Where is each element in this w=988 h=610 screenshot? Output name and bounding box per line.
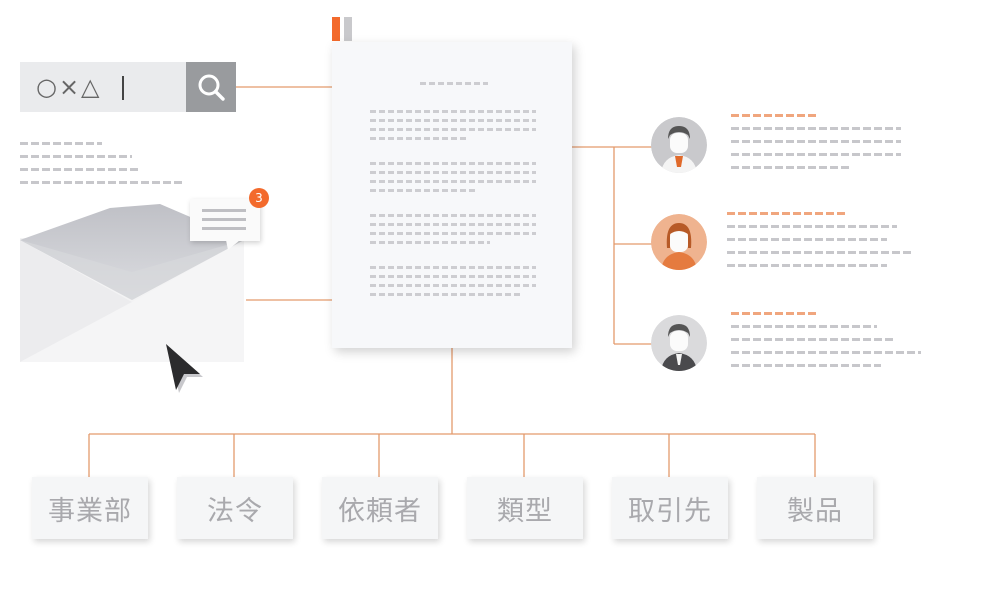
person-avatar-1[interactable] bbox=[651, 117, 707, 173]
search-query: ○×△ bbox=[36, 73, 102, 101]
mouse-cursor-icon bbox=[166, 344, 203, 393]
man-gray-avatar-icon bbox=[651, 315, 707, 371]
man-gray-avatar-icon bbox=[651, 117, 707, 173]
envelope-icon[interactable] bbox=[20, 202, 246, 364]
left-text-placeholder bbox=[20, 142, 182, 194]
text-caret bbox=[122, 76, 124, 100]
category-card-requester[interactable]: 依頼者 bbox=[322, 477, 438, 539]
person-1-text bbox=[731, 114, 901, 179]
notification-bubble[interactable] bbox=[190, 199, 260, 241]
notification-badge: 3 bbox=[249, 188, 269, 208]
person-2-text bbox=[727, 212, 913, 277]
search-input[interactable]: ○×△ bbox=[20, 62, 186, 112]
category-card-law[interactable]: 法令 bbox=[177, 477, 293, 539]
notification-tail bbox=[226, 240, 240, 250]
search-icon bbox=[198, 74, 225, 101]
person-3-text bbox=[731, 312, 921, 377]
document-tab-gray bbox=[344, 17, 352, 41]
person-avatar-2[interactable] bbox=[651, 214, 707, 270]
person-avatar-3[interactable] bbox=[651, 315, 707, 371]
woman-orange-avatar-icon bbox=[651, 214, 707, 270]
category-card-department[interactable]: 事業部 bbox=[32, 477, 148, 539]
document-tab-orange bbox=[332, 17, 340, 41]
category-card-product[interactable]: 製品 bbox=[757, 477, 873, 539]
category-card-client[interactable]: 取引先 bbox=[612, 477, 728, 539]
category-card-type[interactable]: 類型 bbox=[467, 477, 583, 539]
document-page[interactable] bbox=[332, 42, 572, 348]
search-button[interactable] bbox=[186, 62, 236, 112]
